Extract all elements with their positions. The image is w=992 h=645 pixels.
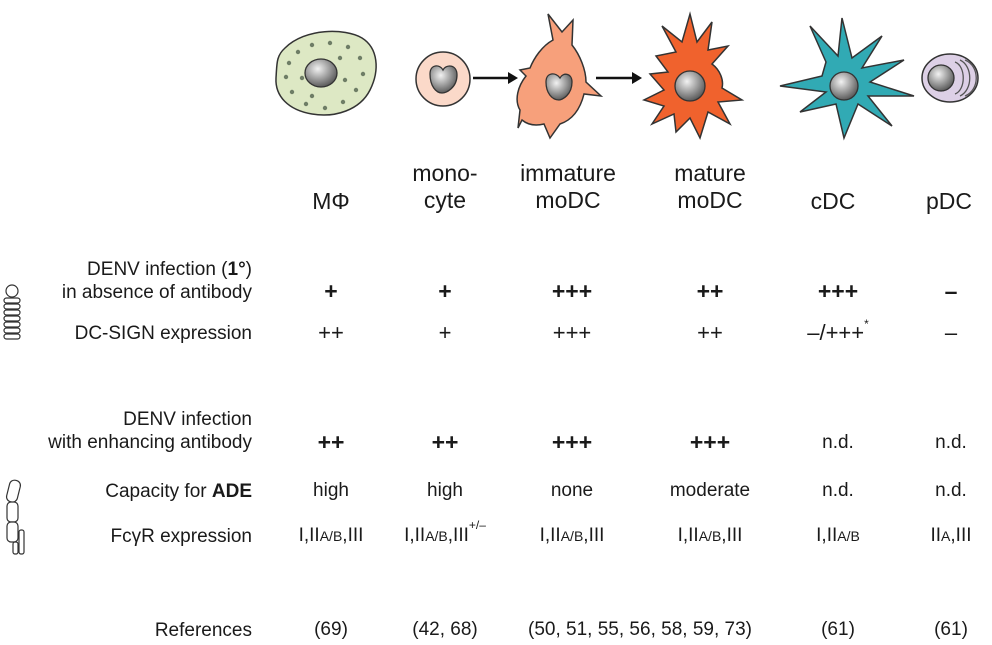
fcgr-value: I,IIA/B,III+/– (404, 518, 486, 546)
differentiation-arrow-icon (473, 72, 642, 84)
row-label-ade: Capacity for ADE (105, 481, 252, 502)
denv-enhancing-value: ++ (431, 429, 459, 455)
immature-modc-cell-icon (516, 13, 604, 140)
reference-value: (69) (314, 619, 348, 640)
dc-sign-value: +++ (552, 320, 592, 345)
monocyte-cell-icon (415, 51, 471, 107)
fcgr-value: I,IIA/B (816, 525, 860, 546)
column-header-monocyte: mono-cyte (412, 160, 478, 213)
fcgr-value: I,IIA/B,III (677, 525, 743, 546)
dc-sign-value: –/+++* (807, 317, 869, 345)
fcgr-receptor-icon (5, 479, 25, 555)
reference-value: (61) (821, 619, 855, 640)
denv-primary-value: ++ (696, 278, 724, 304)
ade-value: n.d. (935, 480, 967, 501)
denv-primary-value: + (438, 278, 452, 304)
dc-sign-value: – (944, 320, 958, 345)
denv-enhancing-value: +++ (689, 429, 731, 455)
dc-sign-value: ++ (697, 320, 723, 345)
dc-sign-value: ++ (318, 320, 344, 345)
pdc-cell-icon (921, 53, 979, 103)
ade-value: n.d. (822, 480, 854, 501)
fcgr-value: IIA,III (930, 525, 972, 546)
row-label-dc-sign: DC-SIGN expression (74, 323, 252, 344)
denv-enhancing-value: n.d. (935, 432, 967, 453)
reference-value: (61) (934, 619, 968, 640)
ade-value: high (427, 480, 463, 501)
reference-value: (42, 68) (412, 619, 478, 640)
dc-sign-value: + (438, 320, 452, 345)
fcgr-value: I,IIA/B,III (298, 525, 364, 546)
ade-value: moderate (669, 480, 751, 501)
row-label-fcgr: FcγR expression (110, 526, 253, 547)
dc-sign-receptor-icon (3, 284, 21, 340)
column-header-cdc: cDC (810, 188, 856, 214)
denv-primary-value: – (944, 278, 958, 304)
ade-value: high (313, 480, 349, 501)
row-label-references: References (154, 620, 252, 641)
denv-primary-value: +++ (551, 278, 593, 304)
row-label-denv-primary: DENV infection (1°) in absence of antibo… (61, 259, 252, 303)
denv-primary-value: +++ (817, 278, 859, 304)
denv-primary-value: + (324, 278, 338, 304)
fcgr-value: I,IIA/B,III (539, 525, 605, 546)
reference-value: (50, 51, 55, 56, 58, 59, 73) (528, 619, 752, 640)
denv-enhancing-value: n.d. (822, 432, 854, 453)
macrophage-cell-icon (275, 30, 377, 116)
cdc-cell-icon (779, 17, 915, 141)
row-label-denv-enhancing: DENV infection with enhancing antibody (48, 409, 252, 453)
denv-enhancing-value: ++ (317, 429, 345, 455)
column-header-macrophage: MΦ (312, 188, 350, 214)
denv-enhancing-value: +++ (551, 429, 593, 455)
column-header-pdc: pDC (925, 188, 972, 214)
footnote-asterisk: * (864, 317, 869, 331)
ade-value: none (550, 480, 594, 501)
mature-modc-cell-icon (641, 11, 745, 141)
